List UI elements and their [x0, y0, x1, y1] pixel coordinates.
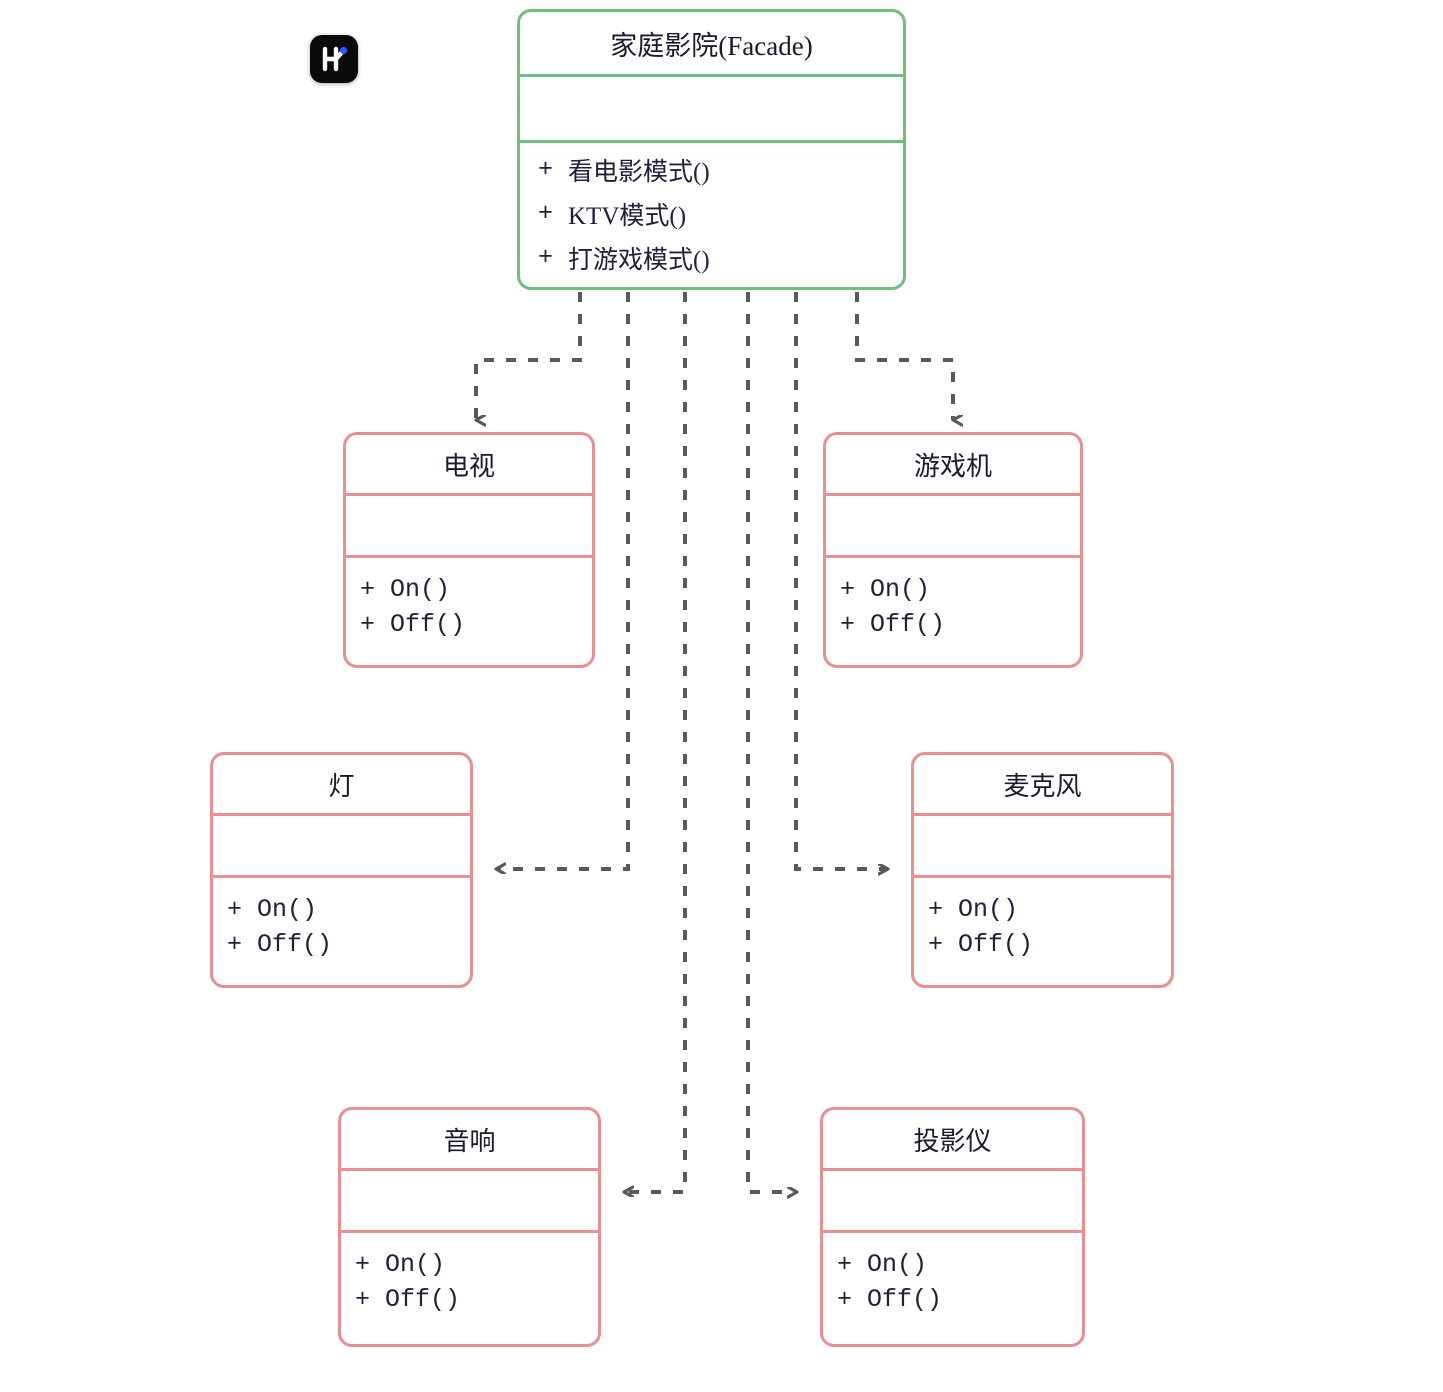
operation-label: KTV模式() — [568, 202, 687, 230]
operation-visibility: + — [360, 609, 376, 639]
operation-row: + On() — [213, 892, 470, 927]
operation-visibility: + — [837, 1249, 853, 1279]
class-name-speaker: 音响 — [443, 1126, 496, 1156]
class-box-projector[interactable]: 投影仪 + On() + Off() — [820, 1107, 1085, 1347]
class-name-microphone: 麦克风 — [1003, 771, 1082, 801]
operation-label: Off() — [257, 929, 333, 959]
logo-k-icon — [322, 46, 348, 72]
operation-row: + Off() — [213, 927, 470, 962]
class-operations-console: + On() + Off() — [826, 555, 1080, 655]
operation-row: + Off() — [341, 1282, 598, 1317]
operation-visibility: + — [538, 243, 554, 272]
edge-facade-speaker — [624, 292, 687, 1192]
operation-visibility: + — [928, 894, 944, 924]
operation-label: On() — [385, 1249, 446, 1279]
operation-row: + Off() — [826, 607, 1080, 642]
operation-row: + On() — [823, 1247, 1082, 1282]
class-attributes-tv — [346, 493, 592, 555]
edge-facade-console — [855, 292, 953, 420]
class-operations-microphone: + On() + Off() — [914, 875, 1171, 975]
operation-visibility: + — [360, 574, 376, 604]
operation-visibility: + — [928, 929, 944, 959]
class-name-facade: 家庭影院(Facade) — [610, 30, 813, 61]
class-name-console: 游戏机 — [913, 451, 992, 481]
class-attributes-speaker — [341, 1168, 598, 1230]
operation-visibility: + — [840, 609, 856, 639]
logo-dot-icon — [339, 46, 348, 55]
operation-visibility: + — [538, 199, 554, 228]
class-operations-speaker: + On() + Off() — [341, 1230, 598, 1330]
class-attributes-projector — [823, 1168, 1082, 1230]
class-box-facade[interactable]: 家庭影院(Facade) + 看电影模式() + KTV模式() + 打游戏模式… — [517, 9, 906, 290]
operation-row: + On() — [826, 572, 1080, 607]
operation-label: On() — [958, 894, 1019, 924]
operation-row: + Off() — [823, 1282, 1082, 1317]
edge-facade-projector — [746, 292, 797, 1192]
class-attributes-facade — [520, 74, 903, 140]
operation-label: Off() — [867, 1284, 943, 1314]
operation-label: Off() — [390, 609, 466, 639]
operation-row: + Off() — [914, 927, 1171, 962]
operation-label: 看电影模式() — [568, 158, 710, 186]
operation-label: On() — [870, 574, 931, 604]
operation-label: On() — [390, 574, 451, 604]
operation-visibility: + — [538, 155, 554, 184]
class-attributes-console — [826, 493, 1080, 555]
class-name-lamp: 灯 — [328, 771, 355, 801]
edge-facade-tv — [474, 292, 582, 420]
operation-label: Off() — [958, 929, 1034, 959]
class-attributes-lamp — [213, 813, 470, 875]
class-operations-facade: + 看电影模式() + KTV模式() + 打游戏模式() — [520, 140, 903, 284]
operation-visibility: + — [840, 574, 856, 604]
operation-row: + 打游戏模式() — [520, 236, 903, 280]
operation-label: On() — [867, 1249, 928, 1279]
class-operations-lamp: + On() + Off() — [213, 875, 470, 975]
operation-label: Off() — [385, 1284, 461, 1314]
class-box-microphone[interactable]: 麦克风 + On() + Off() — [911, 752, 1174, 988]
class-box-speaker[interactable]: 音响 + On() + Off() — [338, 1107, 601, 1347]
class-box-lamp[interactable]: 灯 + On() + Off() — [210, 752, 473, 988]
operation-row: + 看电影模式() — [520, 148, 903, 192]
class-box-tv[interactable]: 电视 + On() + Off() — [343, 432, 595, 668]
operation-visibility: + — [837, 1284, 853, 1314]
class-attributes-microphone — [914, 813, 1171, 875]
operation-row: + On() — [341, 1247, 598, 1282]
operation-label: On() — [257, 894, 318, 924]
operation-row: + KTV模式() — [520, 192, 903, 236]
operation-visibility: + — [355, 1284, 371, 1314]
operation-visibility: + — [355, 1249, 371, 1279]
class-box-console[interactable]: 游戏机 + On() + Off() — [823, 432, 1083, 668]
operation-visibility: + — [227, 894, 243, 924]
operation-label: Off() — [870, 609, 946, 639]
class-operations-tv: + On() + Off() — [346, 555, 592, 655]
class-name-tv: 电视 — [442, 451, 495, 481]
class-name-projector: 投影仪 — [913, 1126, 992, 1156]
operation-row: + On() — [914, 892, 1171, 927]
operation-row: + Off() — [346, 607, 592, 642]
class-operations-projector: + On() + Off() — [823, 1230, 1082, 1330]
operation-label: 打游戏模式() — [568, 246, 710, 274]
app-logo-icon — [310, 35, 358, 83]
operation-visibility: + — [227, 929, 243, 959]
operation-row: + On() — [346, 572, 592, 607]
